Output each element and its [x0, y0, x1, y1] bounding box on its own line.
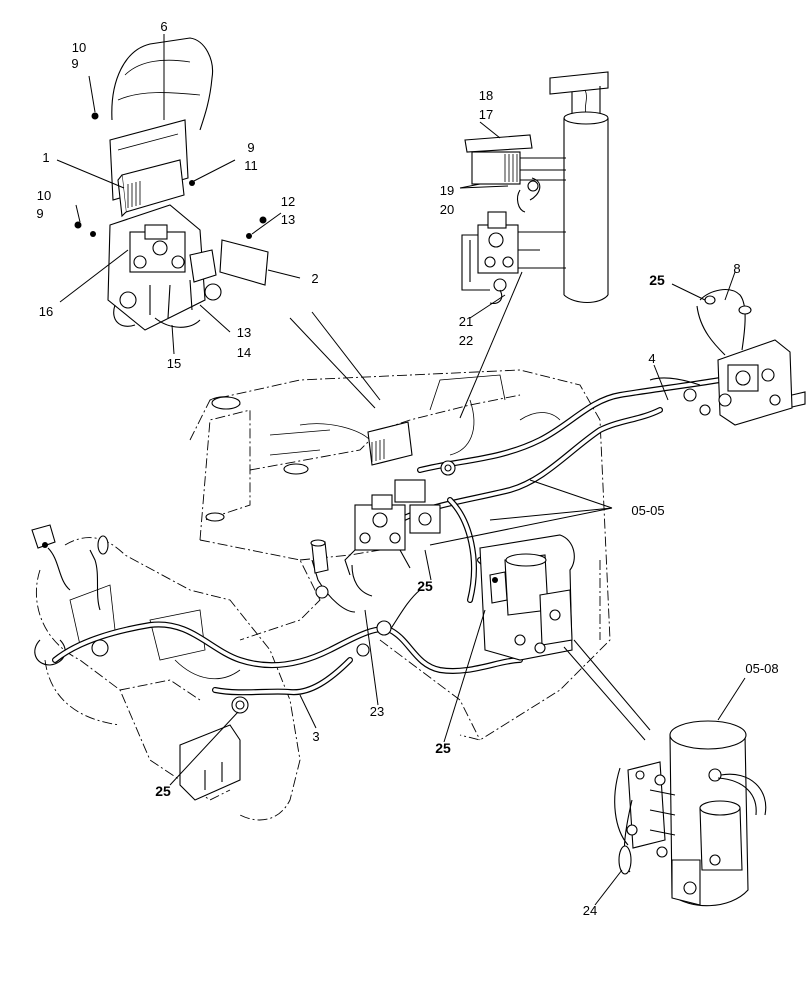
machine-frame	[189, 369, 611, 741]
callout-1: 1	[42, 150, 49, 165]
callout-3: 3	[312, 729, 319, 744]
right-valve-block	[649, 339, 806, 426]
callout-13: 13	[281, 212, 295, 227]
reference-05-08: 05-08	[745, 661, 778, 676]
callout-21: 21	[459, 314, 473, 329]
callout-19: 19	[440, 183, 454, 198]
callout-20: 20	[440, 202, 454, 217]
center-valve-cluster	[310, 421, 456, 657]
callout-25: 25	[649, 272, 665, 288]
center-pump	[479, 534, 575, 661]
callout-9: 9	[36, 206, 43, 221]
callout-labels: 6 10 9 1 9 11 10 9 12 13 2 16 13 14 15 1…	[36, 19, 778, 918]
callout-25: 25	[155, 783, 171, 799]
left-cab-assembly	[31, 524, 301, 821]
callout-24: 24	[583, 903, 597, 918]
callout-15: 15	[167, 356, 181, 371]
callout-4: 4	[648, 351, 655, 366]
callout-6: 6	[160, 19, 167, 34]
callout-18: 18	[479, 88, 493, 103]
callout-13: 13	[237, 325, 251, 340]
callout-2: 2	[311, 271, 318, 286]
post-mounted-detail	[461, 71, 609, 304]
callout-12: 12	[281, 194, 295, 209]
leader-lines	[56, 34, 746, 906]
callout-17: 17	[479, 107, 493, 122]
callout-10: 10	[72, 40, 86, 55]
callout-16: 16	[39, 304, 53, 319]
callout-22: 22	[459, 333, 473, 348]
callout-25: 25	[435, 740, 451, 756]
callout-23: 23	[370, 704, 384, 719]
callout-11: 11	[244, 158, 258, 173]
valve-bracket-detail	[74, 37, 269, 331]
callout-9: 9	[247, 140, 254, 155]
harness-hoses	[52, 289, 752, 696]
reference-05-05: 05-05	[631, 503, 664, 518]
pump-detail-0508	[614, 720, 767, 907]
callout-25: 25	[417, 578, 433, 594]
callout-14: 14	[237, 345, 251, 360]
callout-10: 10	[37, 188, 51, 203]
callout-8: 8	[733, 261, 740, 276]
callout-9: 9	[71, 56, 78, 71]
